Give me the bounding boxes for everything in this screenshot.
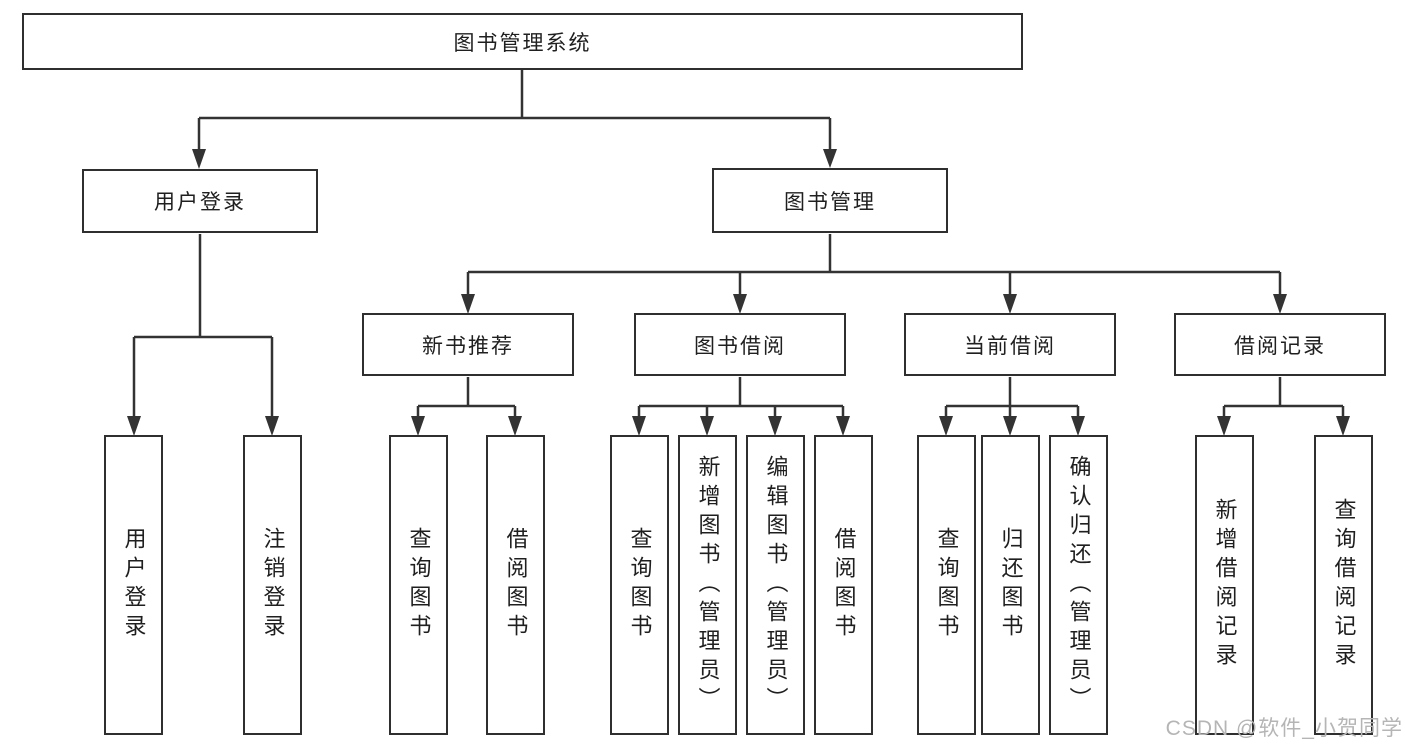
leaf-label: 编辑图书（管理员） xyxy=(763,454,789,716)
leaf-label: 注销登录 xyxy=(260,527,286,643)
leaf-label: 查询图书 xyxy=(627,527,653,643)
node-borrow-records: 借阅记录 xyxy=(1174,313,1386,376)
leaf-query-borrow-record: 查询借阅记录 xyxy=(1314,435,1373,735)
node-user-login: 用户登录 xyxy=(82,169,318,233)
node-book-management: 图书管理 xyxy=(712,168,948,233)
leaf-label: 查询借阅记录 xyxy=(1331,498,1357,672)
leaf-query-books-borrow: 查询图书 xyxy=(610,435,669,735)
node-label: 新书推荐 xyxy=(422,334,514,358)
leaf-user-login: 用户登录 xyxy=(104,435,163,735)
leaf-query-books-current: 查询图书 xyxy=(917,435,976,735)
leaf-label: 新增图书（管理员） xyxy=(695,454,721,716)
leaf-add-books-admin: 新增图书（管理员） xyxy=(678,435,737,735)
leaf-query-books-recommend: 查询图书 xyxy=(389,435,448,735)
node-label: 图书借阅 xyxy=(694,334,786,358)
leaf-label: 用户登录 xyxy=(121,527,147,643)
leaf-borrow-books: 借阅图书 xyxy=(814,435,873,735)
leaf-label: 新增借阅记录 xyxy=(1212,498,1238,672)
node-current-borrow: 当前借阅 xyxy=(904,313,1116,376)
node-library-management-system: 图书管理系统 xyxy=(22,13,1023,70)
node-label: 当前借阅 xyxy=(964,334,1056,358)
node-label: 图书管理 xyxy=(784,190,876,214)
csdn-watermark: CSDN @软件_小贺同学 xyxy=(1165,717,1403,740)
node-label: 用户登录 xyxy=(154,191,246,214)
leaf-confirm-return-admin: 确认归还（管理员） xyxy=(1049,435,1108,735)
node-label: 借阅记录 xyxy=(1234,334,1326,358)
node-new-book-recommend: 新书推荐 xyxy=(362,313,574,376)
leaf-borrow-books-recommend: 借阅图书 xyxy=(486,435,545,735)
leaf-return-books: 归还图书 xyxy=(981,435,1040,735)
leaf-label: 借阅图书 xyxy=(831,527,857,643)
leaf-label: 查询图书 xyxy=(406,527,432,643)
leaf-logout: 注销登录 xyxy=(243,435,302,735)
leaf-label: 查询图书 xyxy=(934,527,960,643)
leaf-edit-books-admin: 编辑图书（管理员） xyxy=(746,435,805,735)
node-label: 图书管理系统 xyxy=(453,31,592,55)
node-book-borrow: 图书借阅 xyxy=(634,313,846,376)
leaf-label: 确认归还（管理员） xyxy=(1066,454,1092,716)
leaf-add-borrow-record: 新增借阅记录 xyxy=(1195,435,1254,735)
leaf-label: 归还图书 xyxy=(998,527,1024,643)
leaf-label: 借阅图书 xyxy=(503,527,529,643)
